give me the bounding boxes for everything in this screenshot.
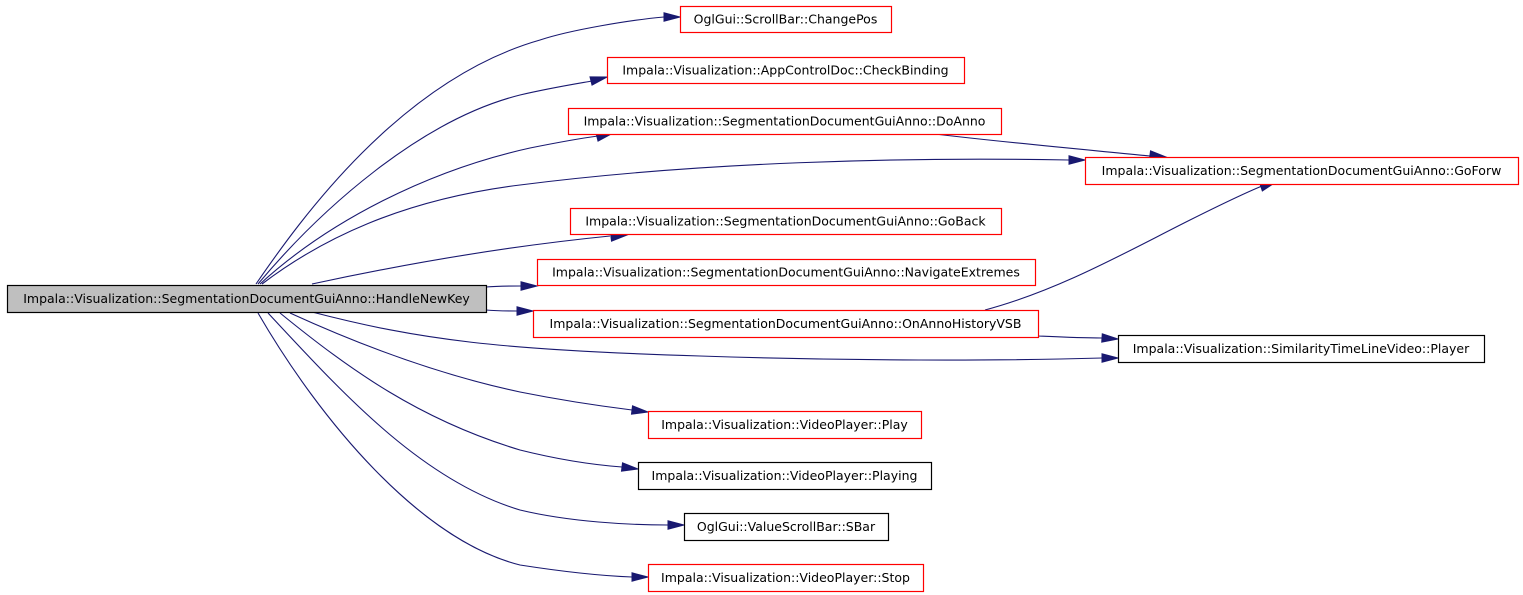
node-root[interactable]: Impala::Visualization::SegmentationDocum… [6,284,488,314]
edge-line [259,135,599,285]
call-edge-onannohistory-to-goforw [984,181,1278,311]
node-box [647,410,923,440]
node-label: OglGui::ValueScrollBar::SBar [697,519,876,534]
call-edge-root-to-changepos [255,12,682,285]
node-checkbinding[interactable]: Impala::Visualization::AppControlDoc::Ch… [606,56,966,85]
node-goback[interactable]: Impala::Visualization::SegmentationDocum… [569,207,1003,236]
node-box [1117,334,1486,364]
node-label: Impala::Visualization::SegmentationDocum… [1102,163,1502,178]
edge-line [267,312,669,526]
node-box [606,56,966,85]
call-edge-root-to-onannohistory [485,306,535,316]
call-edge-root-to-navextremes [485,281,539,291]
node-label: Impala::Visualization::SegmentationDocum… [23,291,470,306]
edge-line [485,309,518,312]
call-edge-doanno-to-goforw [934,133,1168,160]
edge-line [984,185,1263,311]
node-label: Impala::Visualization::VideoPlayer::Stop [661,570,910,585]
arrowhead-icon [620,462,640,472]
arrowhead-icon [520,281,539,291]
edge-line [261,158,1070,285]
node-label: Impala::Visualization::SimilarityTimeLin… [1133,341,1470,356]
function-nodes: Impala::Visualization::SegmentationDocum… [6,5,1520,593]
node-play[interactable]: Impala::Visualization::VideoPlayer::Play [647,410,923,440]
node-label: Impala::Visualization::SegmentationDocum… [550,316,1022,331]
node-onannohistory[interactable]: Impala::Visualization::SegmentationDocum… [532,309,1040,339]
node-box [569,207,1003,236]
arrowhead-icon [516,306,535,316]
node-stop[interactable]: Impala::Visualization::VideoPlayer::Stop [647,563,925,593]
call-edges [255,12,1278,582]
node-box [536,258,1037,287]
arrowhead-icon [1101,353,1120,363]
edge-line [255,16,665,285]
node-box [637,461,933,491]
call-edge-root-to-goforw [261,155,1087,285]
node-label: Impala::Visualization::SegmentationDocum… [585,214,986,229]
edge-line [311,311,1103,361]
edge-line [279,312,623,468]
arrowhead-icon [589,76,608,86]
call-edge-root-to-playing [279,312,640,472]
arrowhead-icon [1101,333,1120,343]
node-playing[interactable]: Impala::Visualization::VideoPlayer::Play… [637,461,933,491]
node-box [532,309,1040,339]
node-label: Impala::Visualization::VideoPlayer::Play [661,417,908,432]
edge-line [289,312,633,411]
arrowhead-icon [631,572,650,582]
edge-line [311,235,611,285]
node-box [647,563,925,593]
edge-line [934,133,1151,157]
node-goforw[interactable]: Impala::Visualization::SegmentationDocum… [1084,156,1520,186]
call-edge-root-to-simplayer [311,311,1120,363]
call-edge-root-to-play [289,312,650,415]
node-navextremes[interactable]: Impala::Visualization::SegmentationDocum… [536,258,1037,287]
arrowhead-icon [667,520,686,530]
arrowhead-icon [663,12,682,22]
node-doanno[interactable]: Impala::Visualization::SegmentationDocum… [567,107,1003,136]
call-edge-root-to-stop [257,312,650,582]
node-label: Impala::Visualization::SegmentationDocum… [552,265,1020,280]
node-box [683,512,890,542]
arrowhead-icon [630,405,650,415]
arrowhead-icon [1068,155,1087,165]
node-box [567,107,1003,136]
call-edge-root-to-sbar [267,312,686,530]
node-simplayer[interactable]: Impala::Visualization::SimilarityTimeLin… [1117,334,1486,364]
node-changepos[interactable]: OglGui::ScrollBar::ChangePos [679,5,893,34]
node-box [6,284,488,314]
edge-line [485,285,522,288]
node-label: Impala::Visualization::AppControlDoc::Ch… [622,63,948,78]
edge-line [1037,335,1103,339]
node-sbar[interactable]: OglGui::ValueScrollBar::SBar [683,512,890,542]
call-edge-root-to-checkbinding [257,76,608,285]
call-edge-onannohistory-to-simplayer [1037,333,1120,343]
edge-line [257,312,633,578]
node-label: Impala::Visualization::SegmentationDocum… [584,114,986,129]
node-label: OglGui::ScrollBar::ChangePos [694,12,878,27]
node-box [679,5,893,34]
node-label: Impala::Visualization::VideoPlayer::Play… [652,468,918,483]
edge-line [257,80,593,285]
node-box [1084,156,1520,186]
